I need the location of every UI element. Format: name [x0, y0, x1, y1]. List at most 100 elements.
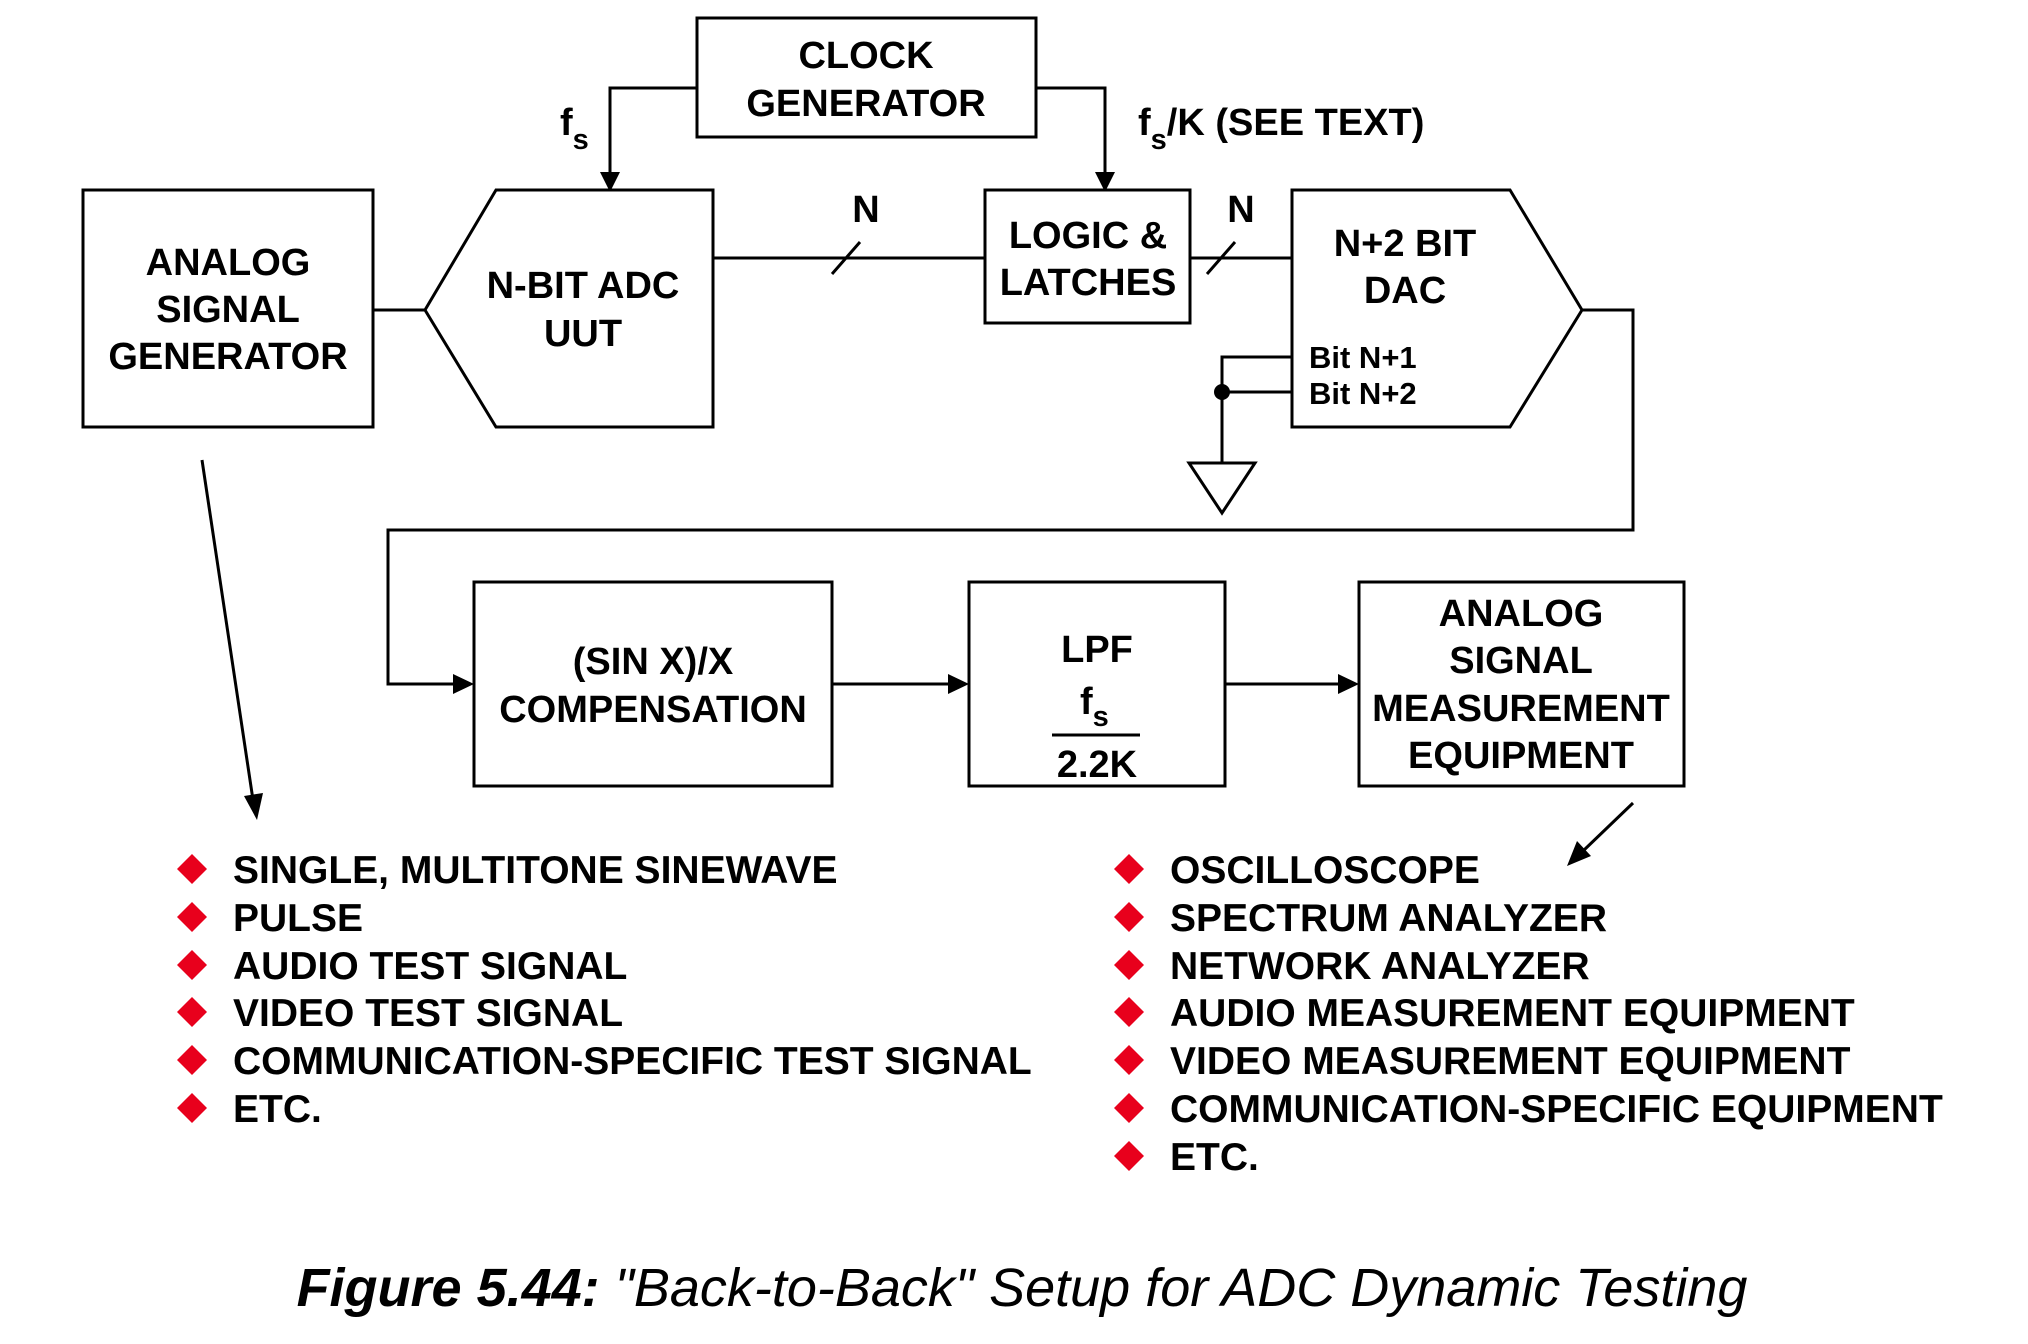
measurement-label-line4: EQUIPMENT	[1408, 735, 1634, 777]
list-item: AUDIO MEASUREMENT EQUIPMENT	[1114, 992, 1855, 1035]
measurement-list-pointer	[1581, 801, 1635, 853]
dac-bit-n1-label: Bit N+1	[1309, 340, 1417, 375]
measurement-label-line2: SIGNAL	[1449, 640, 1593, 682]
list-item-label: PULSE	[233, 897, 363, 940]
dac-label-line2: DAC	[1364, 270, 1446, 312]
measurement-equipment-list: OSCILLOSCOPE SPECTRUM ANALYZER NETWORK A…	[1114, 849, 1943, 1179]
list-item: SINGLE, MULTITONE SINEWAVE	[177, 849, 838, 892]
analog-signal-generator-block: ANALOG SIGNAL GENERATOR	[81, 188, 375, 429]
bullet-diamond-icon	[177, 1045, 207, 1075]
list-item-label: VIDEO MEASUREMENT EQUIPMENT	[1170, 1040, 1851, 1083]
figure-caption-text: "Back-to-Back" Setup for ADC Dynamic Tes…	[600, 1258, 1748, 1318]
logic-label-line2: LATCHES	[1000, 262, 1177, 304]
bullet-diamond-icon	[177, 902, 207, 932]
fsk-label-rest: /K (SEE TEXT)	[1167, 102, 1425, 144]
dac-to-sinx-arrowhead	[453, 674, 474, 694]
sinx-compensation-block: (SIN X)/X COMPENSATION	[472, 580, 834, 788]
list-item: VIDEO TEST SIGNAL	[177, 992, 623, 1035]
signal-source-list: SINGLE, MULTITONE SINEWAVE PULSE AUDIO T…	[177, 849, 1032, 1131]
clock-to-adc-wire	[608, 86, 697, 175]
adc-uut-block: N-BIT ADC UUT	[423, 188, 715, 429]
measurement-equipment-block: ANALOG SIGNAL MEASUREMENT EQUIPMENT	[1357, 580, 1686, 788]
list-item-label: SPECTRUM ANALYZER	[1170, 897, 1607, 940]
bus-adc-logic-label: N	[852, 189, 879, 231]
dac-block: N+2 BIT DAC Bit N+1 Bit N+2	[1290, 188, 1584, 429]
logic-label-line1: LOGIC &	[1009, 215, 1167, 257]
dac-bit-n2-label: Bit N+2	[1309, 376, 1417, 411]
clock-generator-block: CLOCK GENERATOR	[695, 16, 1038, 139]
list-item-label: AUDIO MEASUREMENT EQUIPMENT	[1170, 992, 1855, 1035]
bullet-diamond-icon	[177, 997, 207, 1027]
generator-list-pointer-head	[244, 793, 263, 820]
sinx-label-line1: (SIN X)/X	[573, 641, 734, 683]
bullet-diamond-icon	[177, 1093, 207, 1123]
bus-logic-dac-label: N	[1227, 189, 1254, 231]
list-item-label: ETC.	[1170, 1136, 1259, 1179]
bullet-diamond-icon	[1114, 1141, 1144, 1171]
logic-latches-block: LOGIC & LATCHES	[983, 188, 1192, 325]
lpf-to-measurement-arrowhead	[1338, 674, 1359, 694]
lpf-denominator: 2.2K	[1057, 744, 1138, 786]
ground-symbol	[1186, 461, 1258, 516]
list-item-label: COMMUNICATION-SPECIFIC EQUIPMENT	[1170, 1088, 1943, 1131]
measurement-label-line3: MEASUREMENT	[1372, 688, 1670, 730]
list-item: OSCILLOSCOPE	[1114, 849, 1480, 892]
list-item: COMMUNICATION-SPECIFIC TEST SIGNAL	[177, 1040, 1032, 1083]
bullet-diamond-icon	[177, 950, 207, 980]
list-item-label: SINGLE, MULTITONE SINEWAVE	[233, 849, 838, 892]
clock-to-adc-arrowhead	[600, 172, 620, 192]
figure-caption-label: Figure 5.44:	[297, 1258, 600, 1318]
list-item: PULSE	[177, 897, 363, 940]
generator-list-pointer	[200, 459, 255, 801]
fsk-label-subscript: s	[1151, 124, 1167, 156]
fs-label-main: f	[560, 102, 573, 144]
measurement-list-pointer-head	[1567, 841, 1591, 866]
bit-n1-ground-wire	[1220, 355, 1292, 463]
bullet-diamond-icon	[1114, 1045, 1144, 1075]
list-item: NETWORK ANALYZER	[1114, 945, 1590, 988]
clock-to-logic-wire	[1036, 86, 1107, 175]
list-item: ETC.	[1114, 1136, 1259, 1179]
list-item-label: AUDIO TEST SIGNAL	[233, 945, 627, 988]
lpf-title: LPF	[1061, 629, 1133, 671]
fs-label: fs	[560, 102, 589, 156]
list-item-label: ETC.	[233, 1088, 322, 1131]
list-item: COMMUNICATION-SPECIFIC EQUIPMENT	[1114, 1088, 1943, 1131]
lpf-numerator-main: f	[1080, 681, 1093, 723]
fs-label-subscript: s	[573, 124, 589, 156]
list-item: ETC.	[177, 1088, 322, 1131]
adc-label-line2: UUT	[544, 313, 622, 355]
sinx-label-line2: COMPENSATION	[499, 689, 807, 731]
sinx-to-lpf-arrowhead	[948, 674, 969, 694]
lpf-numerator: fs	[1080, 681, 1109, 733]
adc-to-logic-bus-slash	[830, 241, 862, 275]
bullet-diamond-icon	[1114, 950, 1144, 980]
list-item: AUDIO TEST SIGNAL	[177, 945, 627, 988]
list-item: SPECTRUM ANALYZER	[1114, 897, 1607, 940]
bullet-diamond-icon	[1114, 997, 1144, 1027]
bullet-diamond-icon	[1114, 1093, 1144, 1123]
figure-caption: Figure 5.44: "Back-to-Back" Setup for AD…	[297, 1258, 1748, 1318]
logic-to-dac-bus-slash	[1205, 241, 1237, 275]
list-item-label: NETWORK ANALYZER	[1170, 945, 1590, 988]
bullet-diamond-icon	[177, 854, 207, 884]
list-item-label: OSCILLOSCOPE	[1170, 849, 1480, 892]
dac-label-line1: N+2 BIT	[1334, 223, 1477, 265]
list-item-label: COMMUNICATION-SPECIFIC TEST SIGNAL	[233, 1040, 1032, 1083]
generator-label-line2: SIGNAL	[156, 289, 300, 331]
dac-to-sinx-wire	[386, 308, 1635, 686]
lpf-numerator-subscript: s	[1093, 701, 1109, 733]
generator-label-line1: ANALOG	[146, 242, 311, 284]
ground-junction-dot	[1214, 384, 1230, 400]
adc-label-line1: N-BIT ADC	[487, 265, 680, 307]
clock-generator-label-line2: GENERATOR	[746, 83, 985, 125]
clock-to-logic-arrowhead	[1095, 172, 1115, 192]
fsk-label-main: f	[1138, 102, 1151, 144]
list-item-label: VIDEO TEST SIGNAL	[233, 992, 623, 1035]
lpf-block: LPF fs 2.2K	[967, 580, 1227, 788]
generator-label-line3: GENERATOR	[108, 336, 347, 378]
list-item: VIDEO MEASUREMENT EQUIPMENT	[1114, 1040, 1851, 1083]
fsk-label: fs/K (SEE TEXT)	[1138, 102, 1424, 156]
clock-generator-label-line1: CLOCK	[798, 35, 934, 77]
